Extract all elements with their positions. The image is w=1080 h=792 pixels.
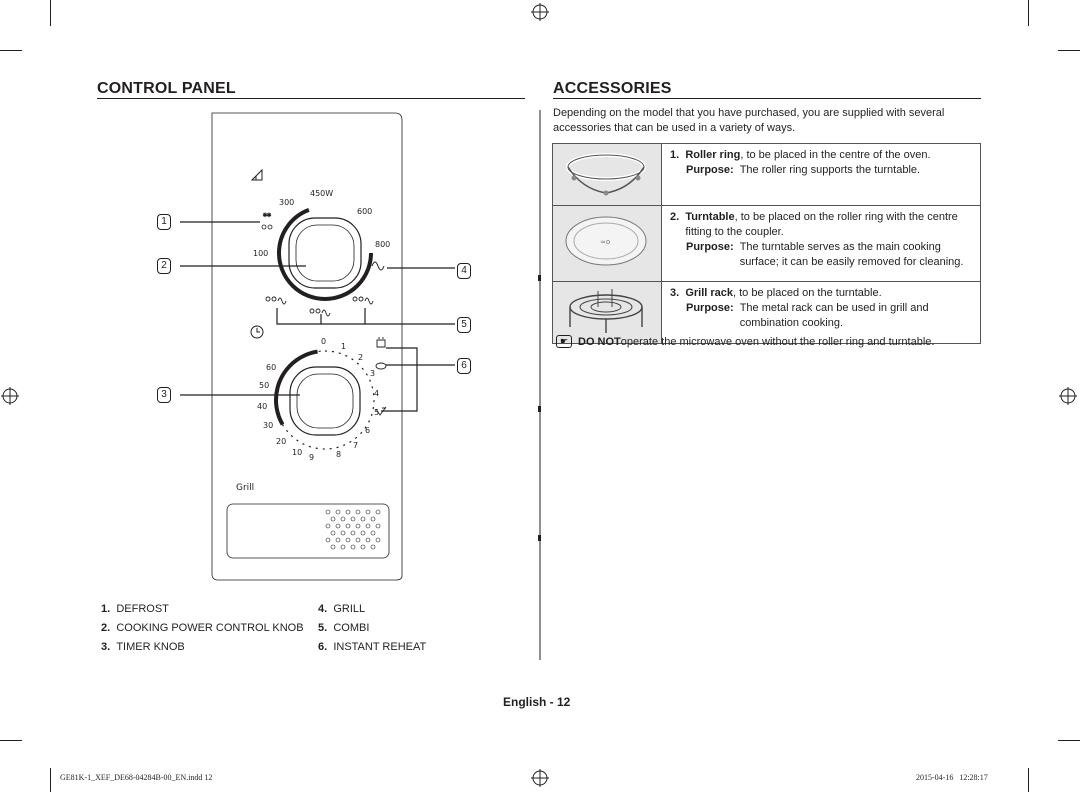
timer-mark: 60 <box>266 363 276 372</box>
signal-icon <box>250 168 263 181</box>
power-knob <box>277 205 373 301</box>
clock-icon <box>250 325 264 339</box>
defrost-icon: ** <box>261 212 273 230</box>
grill-rack-text: 3. Grill rack, to be placed on the turnt… <box>661 281 981 344</box>
timer-mark: 4 <box>374 389 379 398</box>
footer-stamp: 2015-04-16 12:28:17 <box>916 773 988 782</box>
legend-item: 3. TIMER KNOB <box>101 641 185 653</box>
svg-text:**: ** <box>263 212 271 221</box>
timer-mark: 20 <box>276 437 286 446</box>
crop-mark <box>50 768 51 792</box>
grill-label: Grill <box>236 483 254 493</box>
timer-mark: 9 <box>309 453 314 462</box>
crop-mark <box>1058 740 1080 741</box>
registration-target-icon <box>1 3 1077 787</box>
legend-item: 1. DEFROST <box>101 603 169 615</box>
crop-mark <box>0 50 22 51</box>
legend-item: 4. GRILL <box>318 603 366 615</box>
legend-item: 2. COOKING POWER CONTROL KNOB <box>101 622 304 634</box>
svg-text:≈o: ≈o <box>600 238 610 246</box>
timer-mark: 0 <box>321 337 326 346</box>
callout-3: 3 <box>157 387 171 403</box>
wattage-label: 450W <box>310 189 333 198</box>
wattage-label: 800 <box>375 240 390 249</box>
roller-ring-text: 1. Roller ring, to be placed in the cent… <box>661 143 981 206</box>
timer-mark: 6 <box>365 426 370 435</box>
table-row: 1. Roller ring, to be placed in the cent… <box>552 143 981 206</box>
grill-icon <box>371 261 385 271</box>
pointing-hand-icon: ☛ <box>556 335 572 348</box>
accessories-intro: Depending on the model that you have pur… <box>553 107 945 134</box>
safety-note: ☛ DO NOT operate the microwave oven with… <box>556 335 934 348</box>
callout-4: 4 <box>457 263 471 279</box>
combi-icon <box>265 296 374 317</box>
callout-5: 5 <box>457 317 471 333</box>
control-panel-heading: CONTROL PANEL <box>97 80 236 97</box>
callout-2: 2 <box>157 258 171 274</box>
timer-mark: 2 <box>358 353 363 362</box>
turntable-text: 2. Turntable, to be placed on the roller… <box>661 205 981 282</box>
callout-1: 1 <box>157 214 171 230</box>
roller-ring-image <box>552 143 662 206</box>
page-label: English - 12 <box>503 695 571 709</box>
control-panel-diagram: 450W 300 600 800 100 ** 0 1 2 3 4 <box>180 112 455 581</box>
wattage-label: 600 <box>357 207 372 216</box>
timer-mark: 8 <box>336 450 341 459</box>
timer-mark: 1 <box>341 342 346 351</box>
table-row: ≈o 2. Turntable, to be placed on the rol… <box>552 205 981 282</box>
crop-mark <box>1028 768 1029 792</box>
grill-rack-image <box>552 281 662 344</box>
grill-rack-icon <box>569 289 643 333</box>
display-window <box>226 503 390 559</box>
crop-mark <box>1028 0 1029 26</box>
crop-mark <box>1058 50 1080 51</box>
wattage-label: 100 <box>253 249 268 258</box>
roller-ring-icon <box>566 153 646 196</box>
accessories-heading: ACCESSORIES <box>553 80 672 97</box>
legend-item: 5. COMBI <box>318 622 370 634</box>
turntable-image: ≈o <box>552 205 662 282</box>
timer-mark: 3 <box>370 369 375 378</box>
table-row: 3. Grill rack, to be placed on the turnt… <box>552 281 981 344</box>
reheat-icon <box>375 337 387 416</box>
timer-knob <box>274 349 376 451</box>
timer-mark: 10 <box>292 448 302 457</box>
crop-mark <box>50 0 51 26</box>
crop-mark <box>0 740 22 741</box>
accessories-rule <box>553 98 981 99</box>
accessories-table: 1. Roller ring, to be placed in the cent… <box>552 143 981 344</box>
vent-holes-icon <box>325 509 381 550</box>
wattage-label: 300 <box>279 198 294 207</box>
callout-6: 6 <box>457 358 471 374</box>
footer-file: GE81K-1_XEF_DE68-04284B-00_EN.indd 12 <box>60 773 213 782</box>
timer-mark: 50 <box>259 381 269 390</box>
timer-mark: 40 <box>257 402 267 411</box>
timer-mark: 5 <box>374 408 379 417</box>
turntable-icon: ≈o <box>565 216 647 266</box>
timer-mark: 7 <box>353 441 358 450</box>
legend-item: 6. INSTANT REHEAT <box>318 641 427 653</box>
timer-mark: 30 <box>263 421 273 430</box>
control-panel-rule <box>97 98 525 99</box>
